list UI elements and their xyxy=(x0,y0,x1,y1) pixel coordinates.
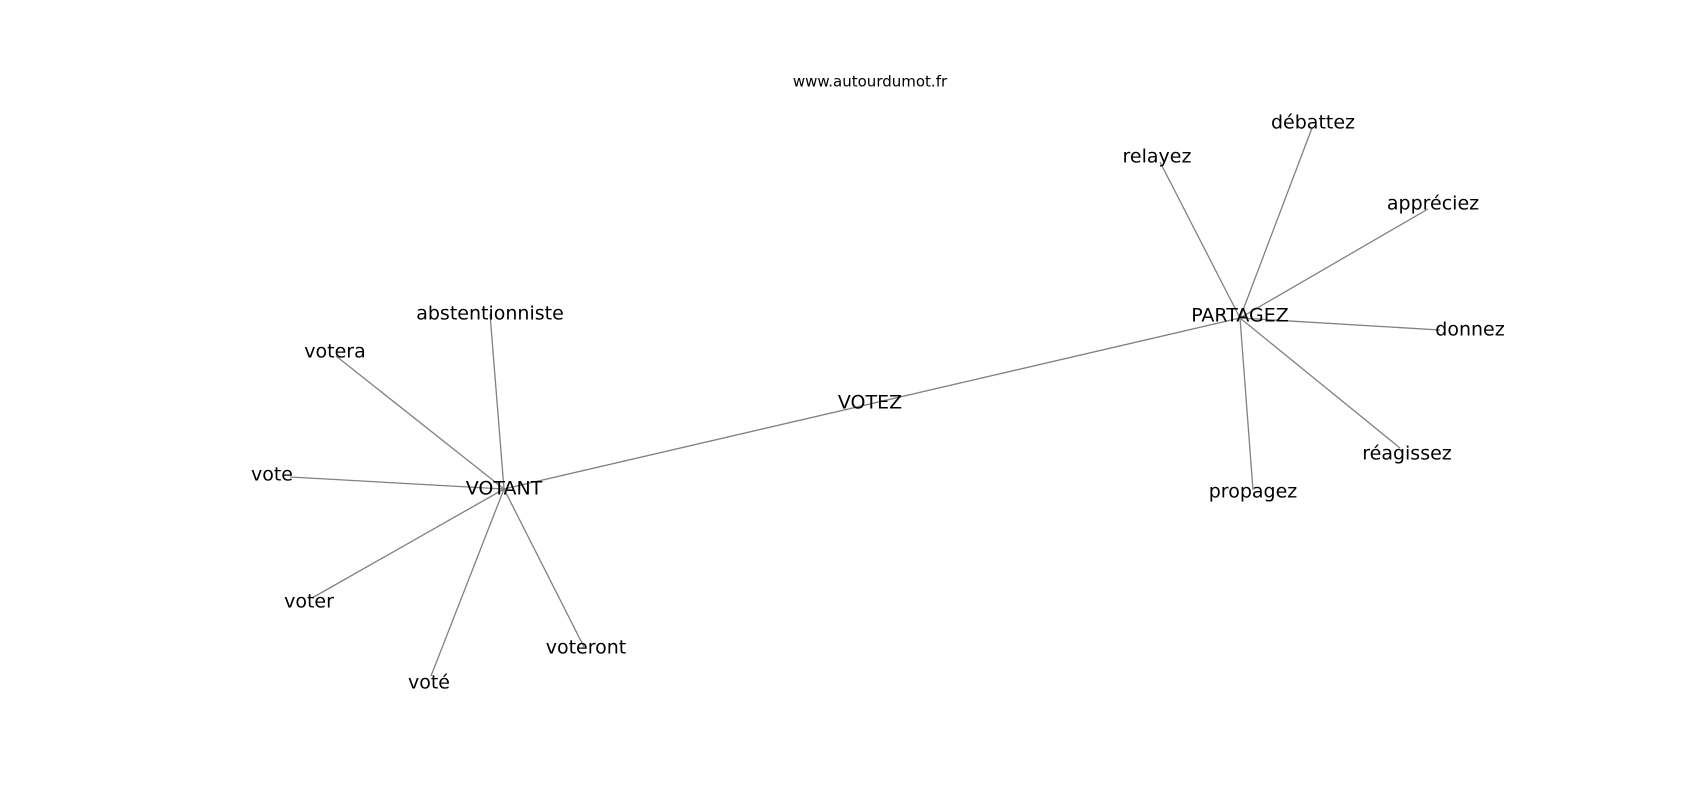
node-label-abstentionniste: abstentionniste xyxy=(416,303,564,325)
edge-votant-votera xyxy=(335,355,505,490)
edge-votant-abstentionniste xyxy=(489,313,505,490)
node-label-relayez: relayez xyxy=(1123,146,1192,168)
node-label-reagissez: réagissez xyxy=(1362,443,1452,465)
edge-partagez-relayez xyxy=(1159,161,1241,319)
node-label-propagez: propagez xyxy=(1209,481,1298,503)
edge-partagez-propagez xyxy=(1239,317,1254,491)
node-label-voter: voter xyxy=(284,591,334,613)
node-label-votant: VOTANT xyxy=(466,478,543,500)
node-label-vote_pp: voté xyxy=(408,672,450,694)
edges-layer xyxy=(289,127,1441,677)
edge-votant-partagez xyxy=(503,317,1241,490)
edge-partagez-debattez xyxy=(1239,127,1313,319)
node-label-vote: vote xyxy=(251,464,293,486)
edge-votant-vote_pp xyxy=(430,488,505,677)
node-label-votera: votera xyxy=(304,341,365,363)
edge-partagez-donnez xyxy=(1239,317,1441,331)
node-label-debattez: débattez xyxy=(1271,112,1355,134)
edge-votant-vote xyxy=(289,476,505,490)
site-caption: www.autourdumot.fr xyxy=(793,73,948,91)
edge-votant-voteront xyxy=(503,488,585,648)
edge-partagez-appreciez xyxy=(1239,208,1429,319)
node-label-voteront: voteront xyxy=(546,637,627,659)
node-label-appreciez: appréciez xyxy=(1387,193,1479,215)
node-label-partagez: PARTAGEZ xyxy=(1191,305,1289,327)
edge-votant-voter xyxy=(311,488,505,599)
node-label-donnez: donnez xyxy=(1435,319,1504,341)
labels-layer: VOTEZVOTANTPARTAGEZabstentionnistevotera… xyxy=(251,112,1505,694)
edge-partagez-reagissez xyxy=(1239,317,1401,449)
node-label-votez: VOTEZ xyxy=(838,392,902,414)
